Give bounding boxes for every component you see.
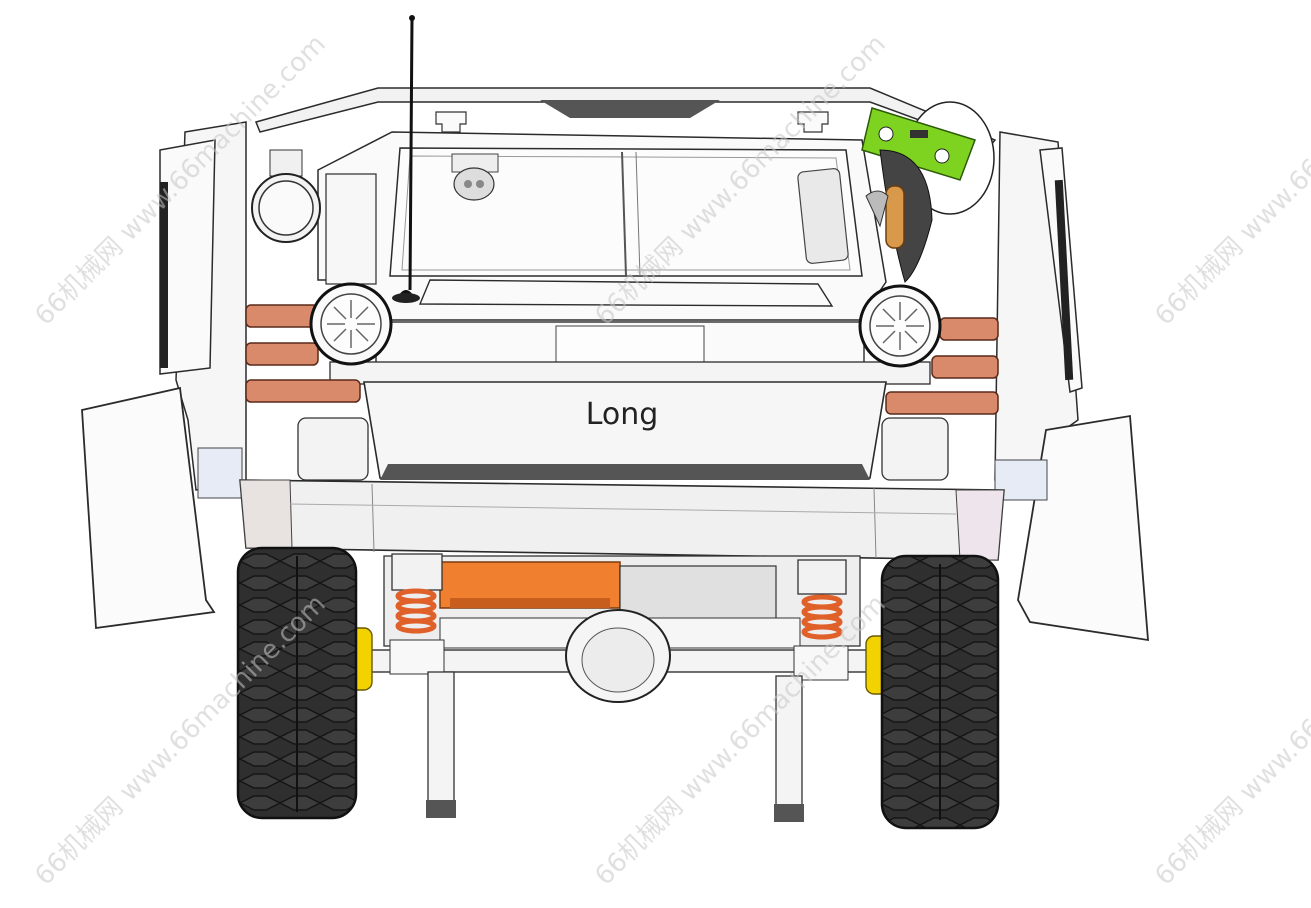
left-tail-lights <box>245 304 361 403</box>
right-coil-spring <box>797 559 847 640</box>
rear-camera <box>451 153 499 201</box>
rear-bumper <box>239 479 1005 561</box>
left-rear-tire <box>236 546 358 820</box>
left-coil-spring <box>391 553 443 634</box>
right-round-lamp <box>858 284 942 368</box>
cab <box>317 131 931 385</box>
rear-axle <box>349 609 901 703</box>
left-body-panel <box>81 121 247 630</box>
antenna <box>392 15 420 303</box>
rear-window <box>389 147 863 277</box>
spare-wheel <box>251 149 321 243</box>
plate-label: Long <box>586 397 659 432</box>
left-round-lamp <box>309 282 393 366</box>
support-legs <box>426 671 804 822</box>
license-plate: Long <box>363 381 887 480</box>
green-tool-bracket <box>861 101 995 283</box>
right-body-panel <box>994 131 1149 642</box>
right-tail-lights <box>885 317 999 415</box>
right-rear-tire <box>880 554 1000 830</box>
